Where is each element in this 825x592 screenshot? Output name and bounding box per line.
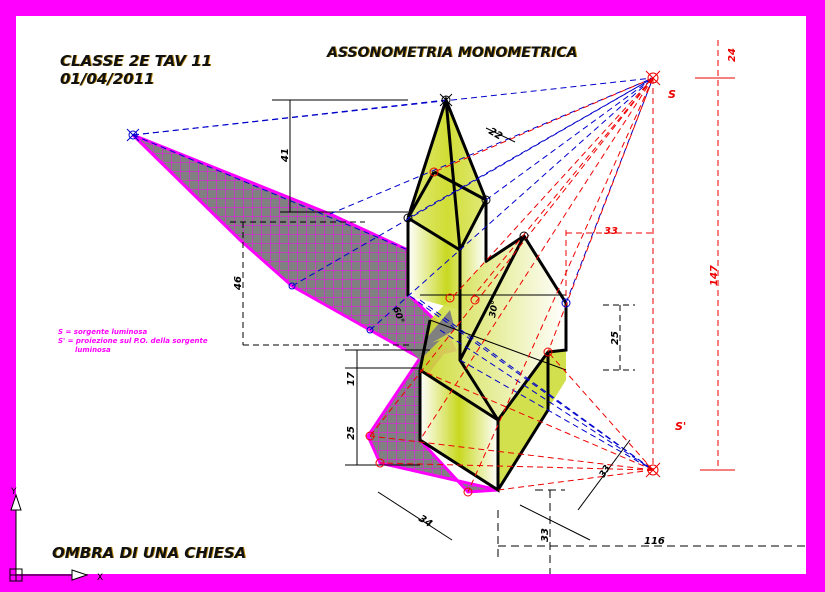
ucs-icon <box>9 493 89 582</box>
title-block: CLASSE 2E TAV 11 01/04/2011 <box>60 52 212 88</box>
dim-22: 22 <box>487 126 505 143</box>
frame-border-bottom <box>0 574 825 592</box>
point-markers <box>126 70 661 497</box>
frame-border-left <box>0 0 16 592</box>
label-S: S <box>668 88 676 101</box>
dim-24: 24 <box>727 48 738 62</box>
dim-33-red: 33 <box>604 226 618 237</box>
dim-116: 116 <box>644 536 665 547</box>
legend-line-2: S' = proiezione sul P.O. della sorgente <box>58 337 208 345</box>
dim-33-bottom: 33 <box>540 528 551 542</box>
dim-red-ticks <box>695 77 735 471</box>
dim-34: 34 <box>416 513 434 530</box>
dim-147: 147 <box>709 265 720 286</box>
legend: S = sorgente luminosa S' = proiezione su… <box>58 328 208 355</box>
dim-17: 17 <box>346 372 357 386</box>
class-label: CLASSE 2E TAV 11 <box>60 52 212 70</box>
ucs-y-label: Y <box>10 487 17 497</box>
angle-30: 30° <box>488 300 501 319</box>
dim-46: 46 <box>233 276 244 291</box>
drawing-title: ASSONOMETRIA MONOMETRICA <box>327 45 578 61</box>
dim-41: 41 <box>280 148 291 163</box>
legend-line-3: luminosa <box>75 346 111 354</box>
dim-25-right: 25 <box>610 331 621 345</box>
label-S-prime: S' <box>675 420 686 433</box>
ucs-x-label: X <box>97 573 103 583</box>
light-rays-red <box>369 40 719 493</box>
frame-border-right <box>806 0 825 592</box>
dimension-lines <box>230 100 806 574</box>
legend-line-1: S = sorgente luminosa <box>58 328 148 336</box>
drawing-subtitle: OMBRA DI UNA CHIESA <box>52 544 247 562</box>
dimension-labels: 41 46 22 33 24 147 25 17 25 34 33 116 60… <box>10 48 738 583</box>
frame-border-top <box>0 0 825 16</box>
light-rays-blue <box>132 77 654 471</box>
dim-25-left: 25 <box>346 426 357 440</box>
date-label: 01/04/2011 <box>60 70 155 88</box>
